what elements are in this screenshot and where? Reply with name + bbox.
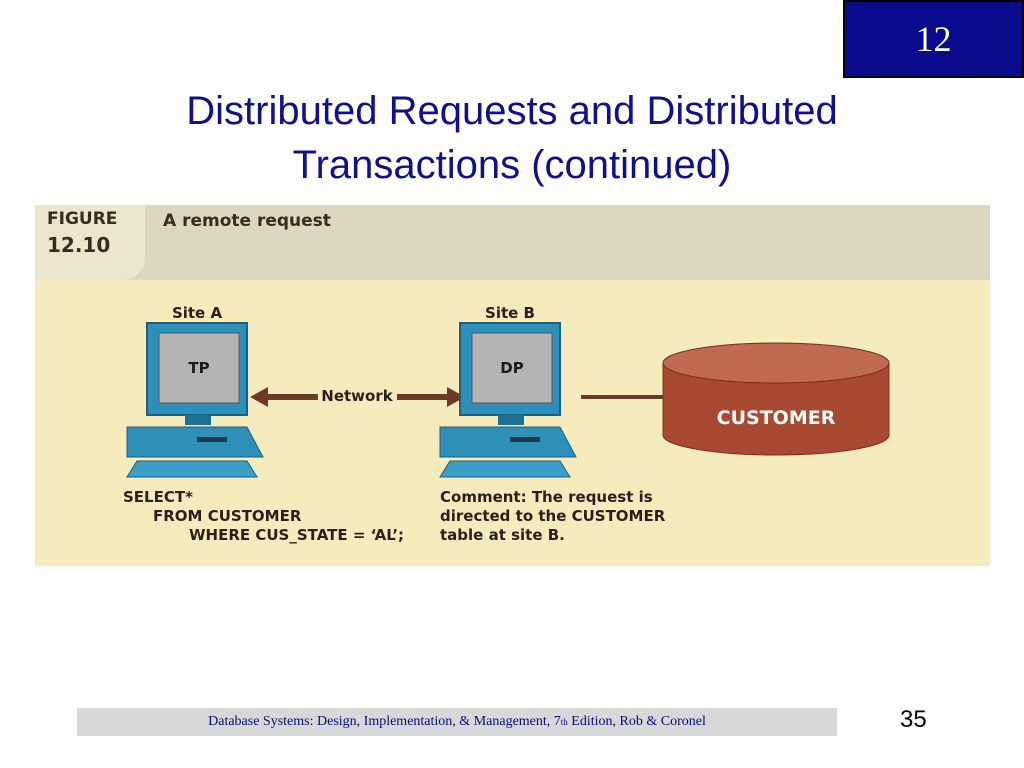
network-link: Network [250,387,465,407]
figure-label: FIGURE [47,209,118,229]
figure-caption: A remote request [163,211,331,231]
figure-panel: FIGURE 12.10 A remote request CUSTOMER N… [35,205,990,566]
footer-bar: Database Systems: Design, Implementation… [77,708,837,736]
sql-query: SELECT* FROM CUSTOMER WHERE CUS_STATE = … [123,488,404,545]
comment-line-1: Comment: The request is [440,488,653,506]
comment-text: Comment: The request is directed to the … [440,488,665,545]
site-a-computer-icon: Site A TP [126,304,264,478]
figure-header: FIGURE 12.10 A remote request [35,205,990,280]
page-number: 35 [900,706,927,733]
figure-number-tab: FIGURE 12.10 [35,205,145,280]
left-arrow-icon [250,387,318,407]
site-b-label: Site B [485,304,535,322]
site-a-label: Site A [172,304,223,322]
dp-label: DP [500,359,523,377]
right-arrow-icon [397,387,465,407]
comment-line-3: table at site B. [440,526,565,544]
site-b-computer-icon: Site B DP [439,304,577,478]
figure-number: 12.10 [47,233,111,257]
comment-line-2: directed to the CUSTOMER [440,507,666,525]
footer-citation: Database Systems: Design, Implementation… [77,708,837,736]
remote-request-diagram: CUSTOMER Network Site A TP Site B [126,304,890,478]
footer-text-pre: Database Systems: Design, Implementation… [208,714,561,729]
customer-database-icon: CUSTOMER [662,342,890,456]
slide-title: Distributed Requests and Distributed Tra… [0,84,1024,192]
network-label: Network [321,387,393,405]
chapter-number: 12 [915,19,952,59]
title-line-1: Distributed Requests and Distributed [186,89,838,133]
chapter-badge: 12 [843,0,1024,78]
sql-line-1: SELECT* [123,488,193,506]
title-line-2: Transactions (continued) [292,143,732,187]
sql-line-2: FROM CUSTOMER [153,507,302,525]
footer-text-post: Edition, Rob & Coronel [567,714,706,729]
sql-line-3: WHERE CUS_STATE = ‘AL’; [189,526,405,544]
tp-label: TP [188,359,209,377]
footer-text-sup: th [560,717,568,727]
database-label: CUSTOMER [717,407,836,429]
